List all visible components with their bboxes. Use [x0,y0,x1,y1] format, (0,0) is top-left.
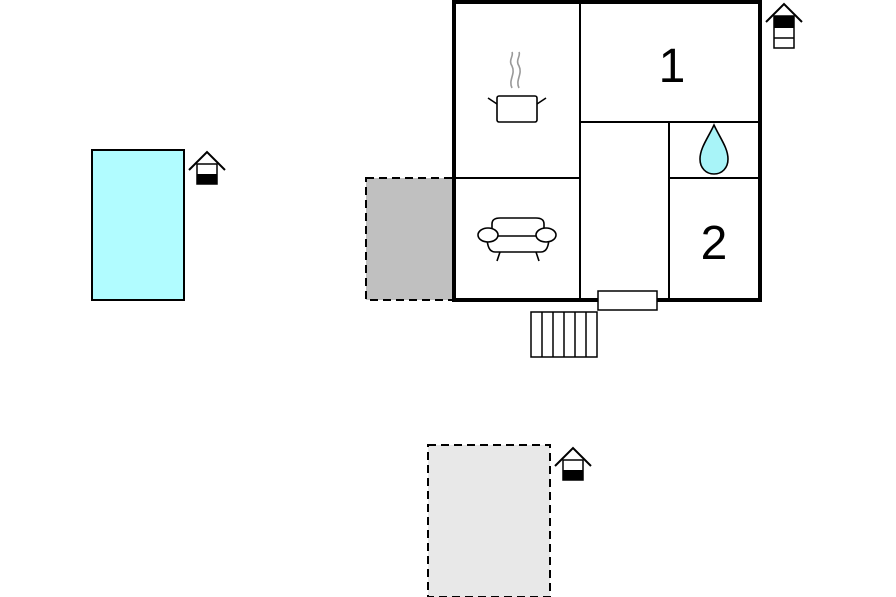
interior-walls [454,2,760,300]
kitchen-pot-icon [487,51,547,123]
covered-terrace [365,177,455,301]
entrance-threshold [597,290,658,311]
open-terrace [427,444,551,597]
living-room-sofa-icon [477,217,557,262]
pool [91,149,185,301]
room-label-2: 2 [701,217,728,270]
entrance-steps [530,311,598,358]
ground-floor-level-icon [188,150,226,185]
ground-floor-level-icon-2 [554,446,592,481]
room-label-1: 1 [659,40,686,93]
upper-floor-level-icon [765,2,803,49]
bathroom-water-drop-icon [699,123,729,175]
